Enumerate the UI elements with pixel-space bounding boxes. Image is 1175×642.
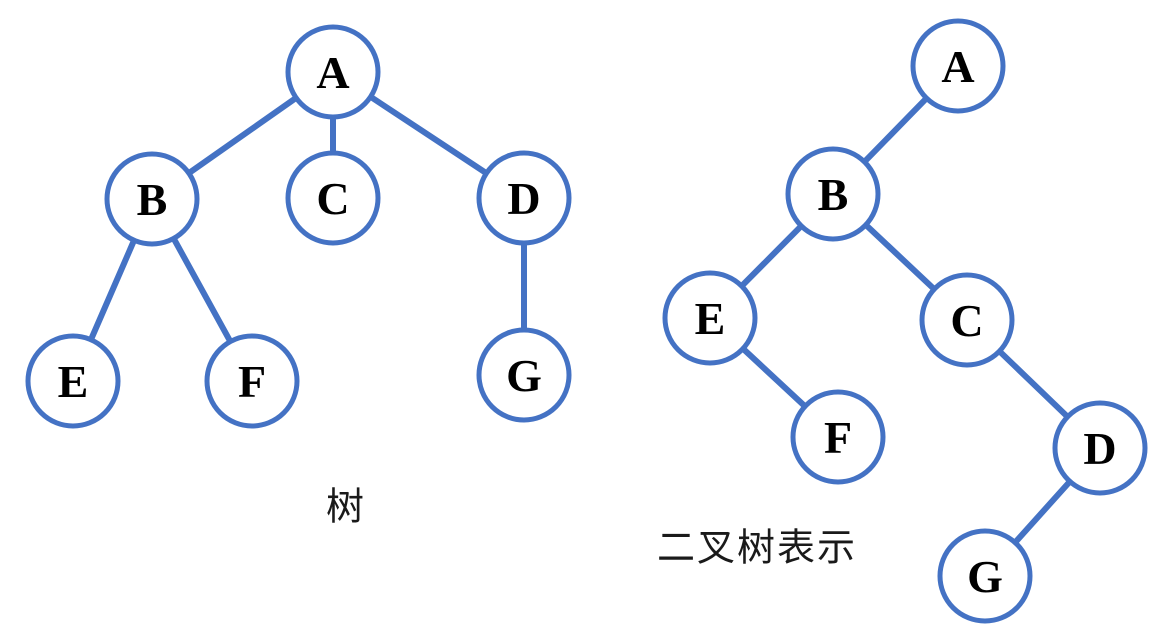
- binary-tree-representation-node-G-label: G: [967, 551, 1003, 602]
- general-tree-node-F-circle: [204, 333, 300, 429]
- binary-tree-representation-node-C-label: C: [950, 295, 983, 346]
- binary-tree-representation-node-E-circle: [662, 270, 758, 366]
- binary-tree-representation-node-B-label: B: [818, 169, 849, 220]
- general-tree-node-E-circle: [25, 333, 121, 429]
- general-tree-node-B-circle: [104, 151, 200, 247]
- binary-tree-representation-group: A B E C F D G: [662, 18, 1148, 624]
- general-tree-node-G-label: G: [506, 350, 542, 401]
- binary-tree-representation-node-A-circle: [910, 18, 1006, 114]
- binary-tree-representation-node-C-circle: [919, 272, 1015, 368]
- binary-tree-representation-node-G-circle: [937, 528, 1033, 624]
- binary-tree-representation-node-E-label: E: [695, 293, 726, 344]
- binary-tree-representation-node-F-label: F: [824, 412, 852, 463]
- binary-tree-representation-node-F-circle: [790, 389, 886, 485]
- general-tree-node-F-label: F: [238, 356, 266, 407]
- general-tree-node-D-label: D: [507, 173, 540, 224]
- general-tree-node-D-circle: [476, 150, 572, 246]
- binary-tree-representation-node-D-circle: [1052, 400, 1148, 496]
- general-tree-caption: 树: [325, 486, 367, 529]
- binary-tree-representation-node-A-label: A: [941, 41, 974, 92]
- general-tree-node-C-label: C: [316, 173, 349, 224]
- general-tree-node-A-label: A: [316, 47, 349, 98]
- binary-tree-representation-node-D-label: D: [1083, 423, 1116, 474]
- general-tree-node-B-label: B: [137, 174, 168, 225]
- binary-tree-caption: 二叉树表示: [656, 527, 858, 570]
- general-tree-node-A-circle: [285, 24, 381, 120]
- general-tree-node-G-circle: [476, 327, 572, 423]
- general-tree-node-E-label: E: [58, 356, 89, 407]
- binary-tree-representation-node-B-circle: [785, 146, 881, 242]
- general-tree-node-C-circle: [285, 150, 381, 246]
- general-tree-group: A B C D E F G: [25, 24, 572, 429]
